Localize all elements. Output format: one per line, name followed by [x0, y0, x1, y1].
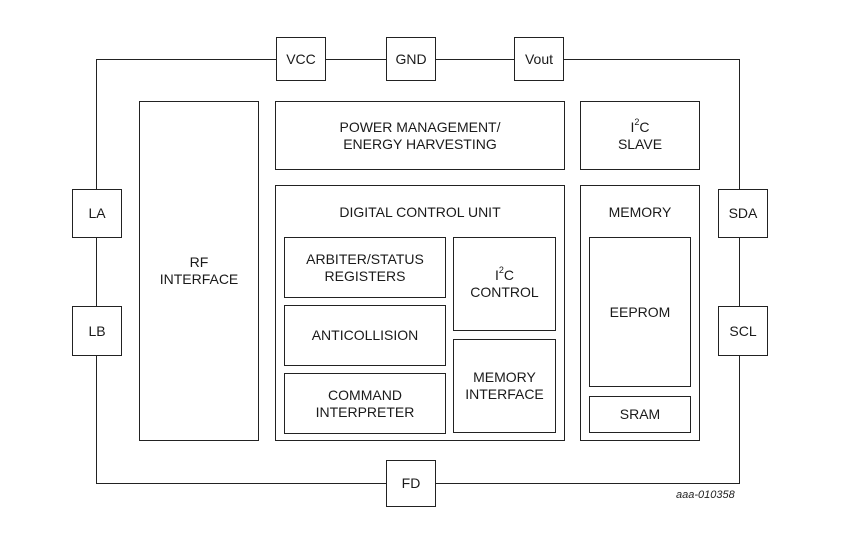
rf-interface-line2: INTERFACE	[159, 271, 239, 287]
pin-vcc: VCC	[276, 37, 326, 81]
i2c-control-prefix: I	[494, 267, 499, 283]
i2c-control-sup: 2	[498, 265, 504, 276]
memory-interface-line1: MEMORY	[473, 369, 536, 385]
figure-reference-code: aaa-010358	[676, 489, 735, 501]
pin-fd-label: FD	[401, 475, 421, 491]
pin-sda: SDA	[718, 189, 768, 238]
power-management-line2: ENERGY HARVESTING	[343, 135, 497, 152]
i2c-control-line1: I2C	[470, 265, 538, 284]
pin-gnd: GND	[386, 37, 436, 81]
i2c-control-block: I2C CONTROL	[453, 237, 556, 331]
memory-title: MEMORY	[608, 204, 672, 220]
pin-la-label: LA	[88, 205, 106, 221]
i2c-slave-suffix: C	[639, 118, 650, 135]
pin-lb: LB	[72, 306, 122, 356]
arbiter-status-registers-block: ARBITER/STATUS REGISTERS	[284, 237, 446, 298]
pin-la: LA	[72, 189, 122, 238]
command-interpreter-block: COMMAND INTERPRETER	[284, 373, 446, 434]
pin-vout-label: Vout	[524, 50, 554, 67]
pin-scl-label: SCL	[729, 322, 757, 339]
power-management-block: POWER MANAGEMENT/ ENERGY HARVESTING	[275, 101, 565, 170]
i2c-slave-line1: I2C	[618, 116, 662, 136]
anticollision-block: ANTICOLLISION	[284, 305, 446, 366]
i2c-slave-line2: SLAVE	[617, 135, 663, 152]
power-management-line1: POWER MANAGEMENT/	[339, 118, 501, 135]
i2c-control-line2: CONTROL	[470, 284, 539, 300]
pin-fd: FD	[386, 460, 436, 507]
pin-vcc-label: VCC	[286, 50, 316, 67]
rf-interface-block: RF INTERFACE	[139, 101, 259, 441]
pin-gnd-label: GND	[395, 50, 427, 67]
rf-interface-line1: RF	[189, 254, 209, 270]
eeprom-block: EEPROM	[589, 237, 691, 387]
sram-block: SRAM	[589, 396, 691, 433]
sram-label: SRAM	[619, 406, 661, 422]
command-interpreter-line2: INTERPRETER	[315, 403, 415, 420]
anticollision-label: ANTICOLLISION	[311, 327, 419, 343]
i2c-slave-block: I2C SLAVE	[580, 101, 700, 170]
command-interpreter-line1: COMMAND	[328, 386, 402, 403]
pin-scl: SCL	[718, 306, 768, 356]
eeprom-label: EEPROM	[609, 303, 671, 320]
memory-interface-line2: INTERFACE	[465, 386, 544, 402]
i2c-control-suffix: C	[503, 267, 514, 283]
digital-control-unit-title: DIGITAL CONTROL UNIT	[339, 204, 501, 220]
memory-interface-block: MEMORY INTERFACE	[453, 339, 556, 433]
arbiter-line1: ARBITER/STATUS	[306, 250, 424, 267]
pin-lb-label: LB	[88, 322, 106, 339]
arbiter-line2: REGISTERS	[324, 267, 406, 284]
pin-vout: Vout	[514, 37, 564, 81]
i2c-slave-prefix: I	[630, 118, 635, 135]
i2c-slave-sup: 2	[634, 116, 640, 127]
pin-sda-label: SDA	[728, 205, 758, 221]
